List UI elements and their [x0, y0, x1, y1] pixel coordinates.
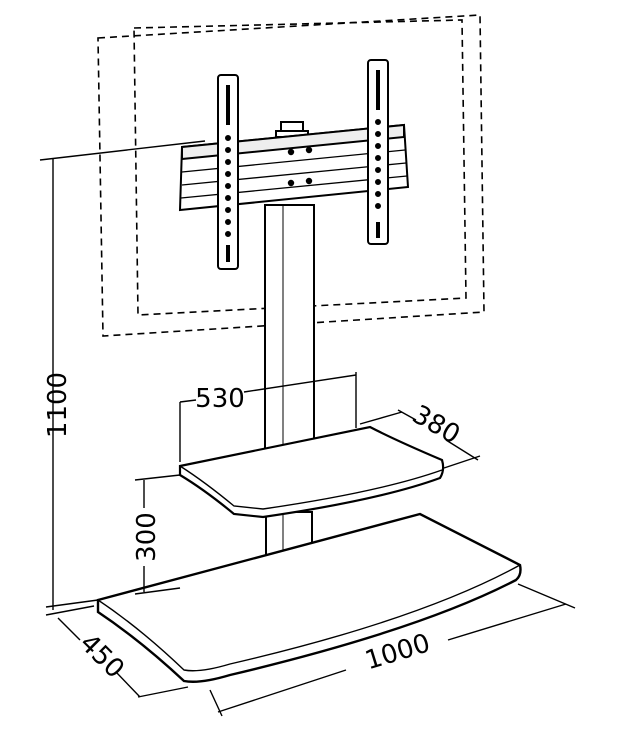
- dimension-shelf-width: [179, 372, 357, 462]
- dimension-base-depth-label: 450: [73, 628, 129, 684]
- tv-screen-outline: [97, 14, 485, 337]
- dimension-shelf-gap-label: 300: [132, 512, 162, 562]
- stand-column: [264, 204, 315, 461]
- dimension-base-depth: [45, 605, 189, 698]
- dimension-base-width: [209, 583, 576, 717]
- dimension-shelf-depth: [359, 409, 481, 469]
- upper-shelf: [178, 425, 445, 519]
- left-vesa-arm: [217, 74, 239, 270]
- dimension-shelf-gap: [134, 474, 181, 595]
- dimension-shelf-depth-label: 380: [407, 400, 465, 451]
- dimension-height: [39, 140, 206, 610]
- right-vesa-arm: [367, 59, 389, 245]
- dimension-shelf-width-label: 530: [195, 384, 245, 414]
- dimension-height-label: 1100: [43, 372, 73, 438]
- base-plate: [96, 512, 522, 683]
